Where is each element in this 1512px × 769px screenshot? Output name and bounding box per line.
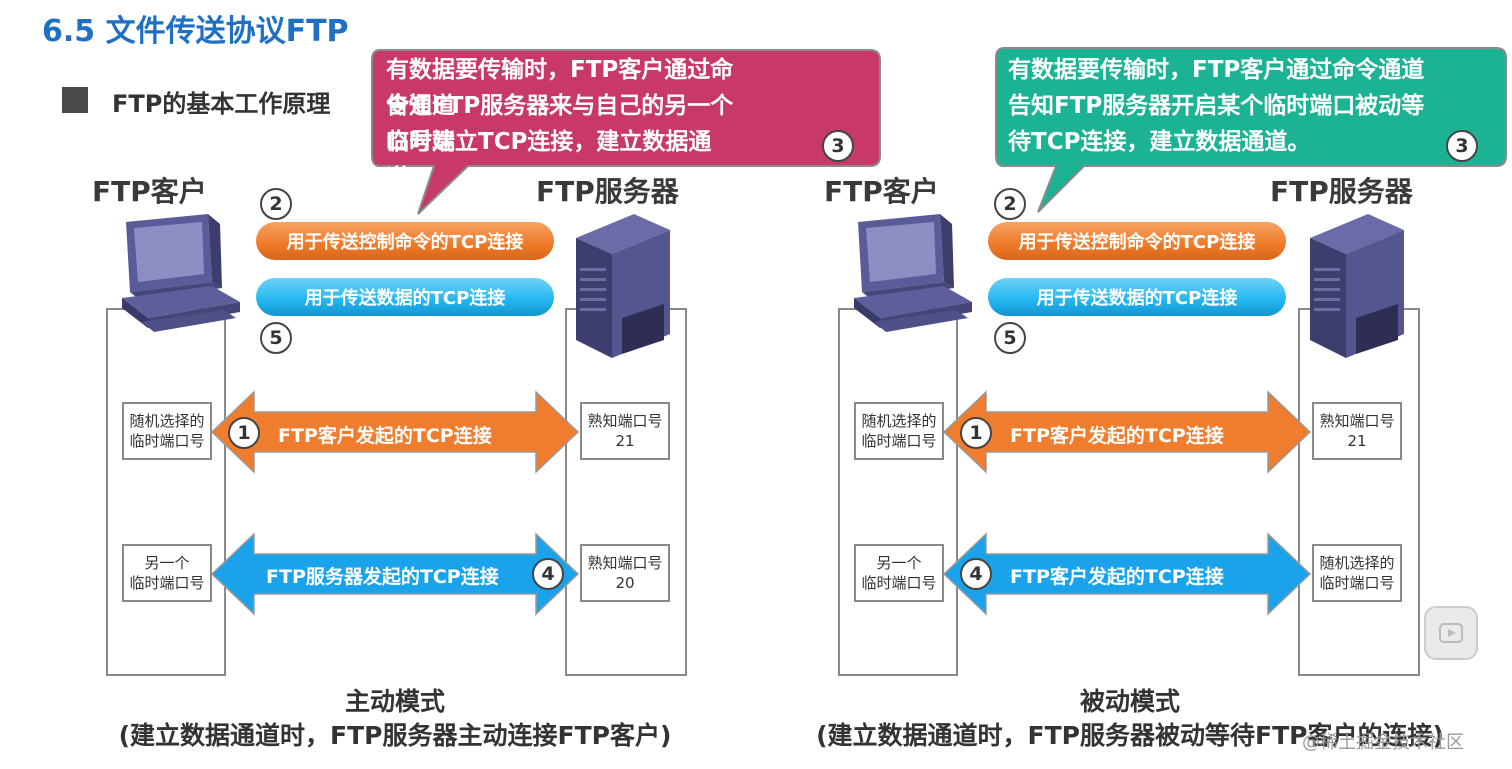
callout-line-2: 告知FTP服务器来与自己的另一个临时端: [386, 93, 734, 155]
port-text: 熟知端口号: [1319, 412, 1395, 430]
step-3-badge: 3: [822, 130, 854, 162]
server-host-box: [565, 308, 687, 676]
server-port-box-1: 熟知端口号 21: [1312, 402, 1402, 460]
server-icon: [1310, 214, 1404, 358]
play-icon: [1439, 623, 1463, 643]
step-4-badge: 4: [532, 558, 564, 590]
port-text: 临时端口号: [1319, 574, 1395, 592]
arrow-2-label: FTP客户发起的TCP连接: [1010, 566, 1224, 588]
client-label: FTP客户: [92, 175, 207, 208]
client-host-box: [106, 308, 226, 676]
port-text: 随机选择的: [861, 412, 937, 430]
control-pipe-label: 用于传送控制命令的TCP连接: [1018, 232, 1256, 253]
play-button[interactable]: [1424, 606, 1478, 660]
watermark: @稀土掘金技术社区: [1302, 732, 1464, 753]
server-port-box-1: 熟知端口号 21: [580, 402, 670, 460]
arrow-1-label: FTP客户发起的TCP连接: [278, 425, 492, 447]
port-text: 随机选择的: [1319, 554, 1395, 572]
double-arrow-1: [210, 390, 580, 474]
port-text: 临时端口号: [129, 432, 205, 450]
arrow-1-label: FTP客户发起的TCP连接: [1010, 425, 1224, 447]
arrow-2-label: FTP服务器发起的TCP连接: [266, 566, 499, 588]
mode-caption: 主动模式: [344, 687, 445, 716]
section-subtitle: FTP的基本工作原理: [112, 90, 331, 118]
server-label: FTP服务器: [1270, 175, 1413, 208]
double-arrow-2: [942, 532, 1312, 616]
callout-line-2: 告知FTP服务器开启某个临时端口被动等: [1008, 93, 1425, 119]
client-port-box-1: 随机选择的 临时端口号: [854, 402, 944, 460]
callout-bubble: [371, 49, 881, 215]
client-port-box-2: 另一个 临时端口号: [854, 544, 944, 602]
port-text: 另一个: [876, 554, 922, 572]
data-pipe-label: 用于传送数据的TCP连接: [304, 288, 506, 309]
server-host-box: [1298, 308, 1420, 676]
server-label: FTP服务器: [536, 175, 679, 208]
port-text: 临时端口号: [861, 432, 937, 450]
mode-caption: 被动模式: [1079, 687, 1180, 716]
server-icon: [576, 214, 670, 358]
callout-line-1: 有数据要传输时，FTP客户通过命令通道: [386, 57, 734, 119]
port-text: 21: [615, 432, 635, 450]
port-text: 20: [615, 574, 635, 592]
callout-line-1: 有数据要传输时，FTP客户通过命令通道: [1008, 57, 1425, 83]
port-text: 随机选择的: [129, 412, 205, 430]
double-arrow-2: [210, 532, 580, 616]
bullet-square: [62, 87, 88, 113]
step-1-badge: 1: [960, 417, 992, 449]
page-title: 6.5 文件传送协议FTP: [42, 14, 349, 49]
server-port-box-2: 随机选择的 临时端口号: [1312, 544, 1402, 602]
step-4-badge: 4: [960, 558, 992, 590]
data-connection-pipe: 用于传送数据的TCP连接: [988, 278, 1286, 316]
mode-caption-detail: (建立数据通道时，FTP服务器被动等待FTP客户的连接): [816, 721, 1444, 750]
control-connection-pipe: 用于传送控制命令的TCP连接: [988, 222, 1286, 260]
active-mode-diagram: 有数据要传输时，FTP客户通过命令通道 告知FTP服务器来与自己的另一个临时端 …: [92, 49, 881, 750]
client-host-box: [838, 308, 958, 676]
step-2-badge: 2: [994, 188, 1026, 220]
server-port-box-2: 熟知端口号 20: [580, 544, 670, 602]
step-5-badge: 5: [260, 322, 292, 354]
step-2-badge: 2: [260, 188, 292, 220]
callout-bubble: [995, 47, 1507, 213]
port-text: 另一个: [144, 554, 190, 572]
callout-line-3: 口号建立TCP连接，建立数据通道。: [386, 129, 712, 191]
control-connection-pipe: 用于传送控制命令的TCP连接: [256, 222, 554, 260]
step-5-badge: 5: [994, 322, 1026, 354]
port-text: 熟知端口号: [587, 554, 663, 572]
computer-icon: [854, 214, 972, 332]
client-port-box-2: 另一个 临时端口号: [122, 544, 212, 602]
data-connection-pipe: 用于传送数据的TCP连接: [256, 278, 554, 316]
port-text: 临时端口号: [861, 574, 937, 592]
client-label: FTP客户: [824, 175, 939, 208]
port-text: 21: [1347, 432, 1367, 450]
step-1-badge: 1: [228, 417, 260, 449]
computer-icon: [122, 214, 240, 332]
mode-caption-detail: (建立数据通道时，FTP服务器主动连接FTP客户): [118, 721, 672, 750]
port-text: 熟知端口号: [587, 412, 663, 430]
step-3-badge: 3: [1446, 130, 1478, 162]
double-arrow-1: [942, 390, 1312, 474]
control-pipe-label: 用于传送控制命令的TCP连接: [286, 232, 524, 253]
client-port-box-1: 随机选择的 临时端口号: [122, 402, 212, 460]
callout-line-3: 待TCP连接，建立数据通道。: [1008, 129, 1311, 155]
port-text: 临时端口号: [129, 574, 205, 592]
data-pipe-label: 用于传送数据的TCP连接: [1036, 288, 1238, 309]
